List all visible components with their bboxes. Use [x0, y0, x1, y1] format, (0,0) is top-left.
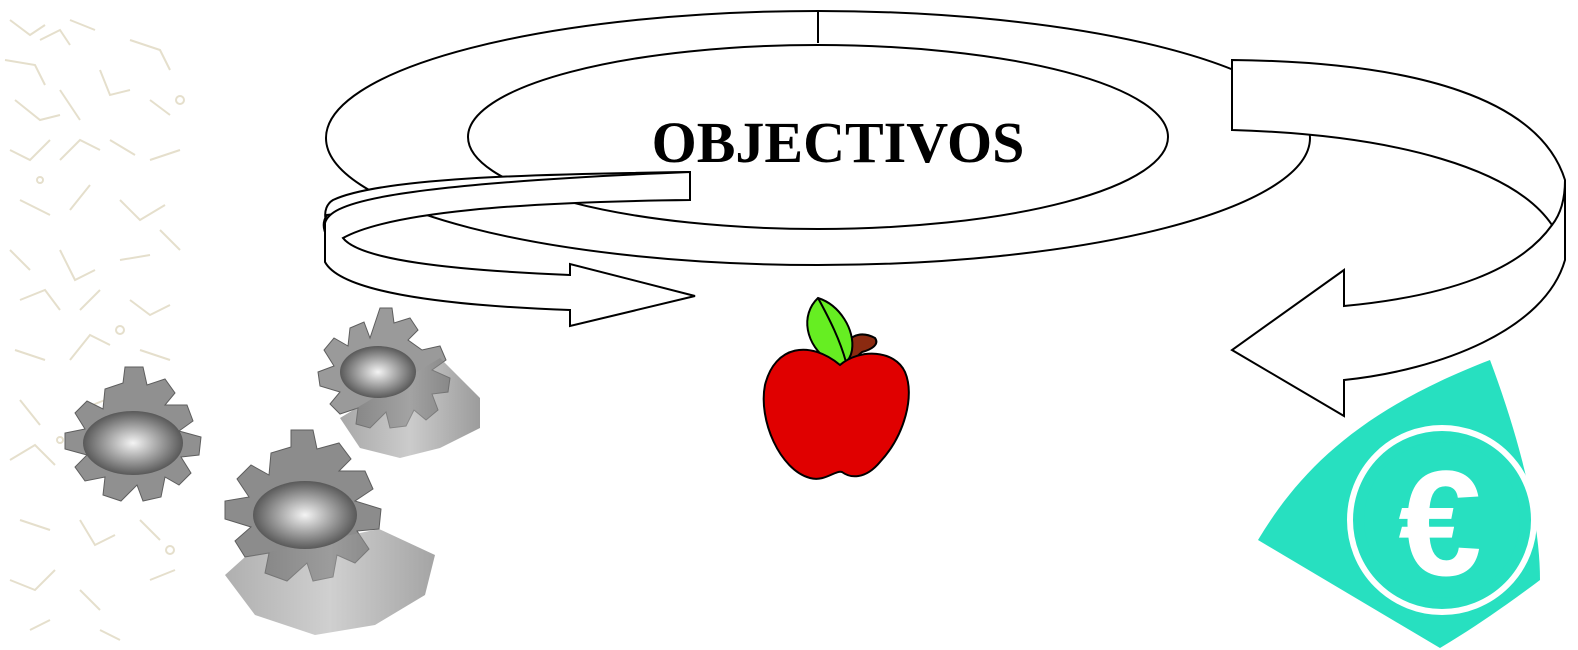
- right-curved-arrow: [1230, 58, 1566, 418]
- diagram-title: OBJECTIVOS: [652, 110, 1025, 175]
- background-pattern: [4, 19, 185, 641]
- apple-icon: [762, 296, 910, 480]
- gears-icon: [64, 307, 480, 635]
- euro-coin-icon: €: [1258, 360, 1540, 648]
- left-curved-arrow: [322, 170, 696, 328]
- euro-symbol: €: [1398, 439, 1481, 607]
